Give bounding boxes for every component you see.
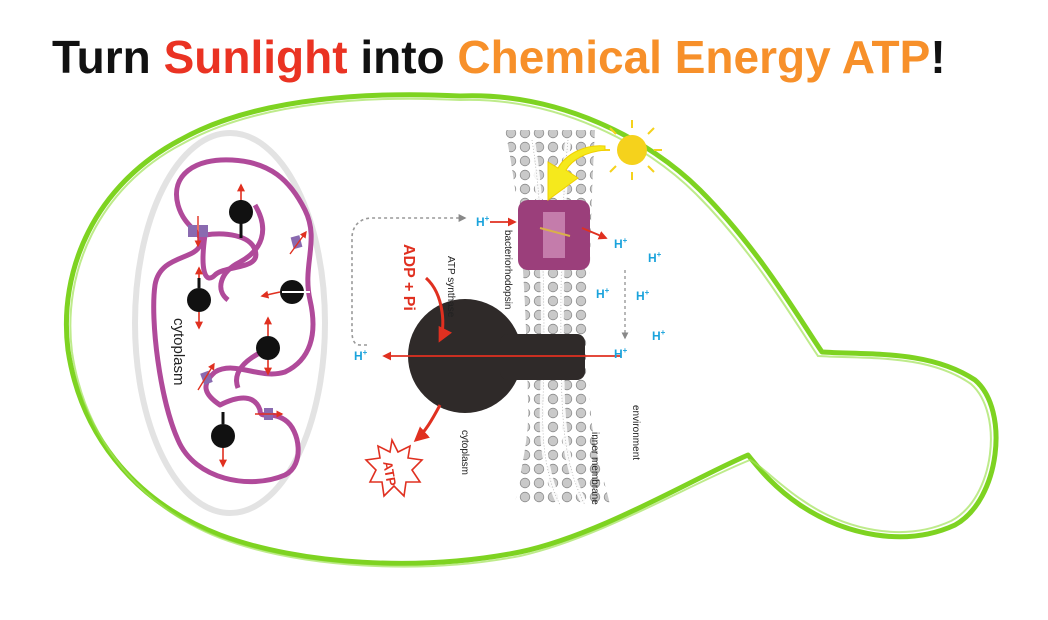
adp-arrow	[424, 276, 453, 343]
label-adp-pi: ADP + Pi	[400, 244, 417, 311]
pump-unit-4	[255, 408, 284, 420]
atp-burst: ATP	[364, 437, 424, 498]
protons: H+ H+ H+ H+ H+ H+ H+ H+	[354, 214, 666, 363]
proton-out-arrow	[581, 227, 608, 240]
title-word-sunlight: Sunlight	[163, 31, 348, 83]
atp-synthase-unit-2	[187, 266, 211, 330]
pump-unit-3	[197, 362, 215, 391]
light-arrow	[547, 145, 606, 201]
proton-cycle-path	[351, 214, 467, 346]
title-word-turn: Turn	[52, 31, 164, 83]
proton-1: H+	[476, 214, 490, 229]
label-bacteriorhodopsin: bacteriorhodopsin	[502, 230, 513, 310]
proton-2: H+	[614, 236, 628, 251]
proton-3: H+	[648, 250, 662, 265]
label-cytoplasm-left: cytoplasm	[170, 318, 187, 386]
membrane-detail: H+ H+ H+ H+ H+ H+ H+ H+ ATP ADP + Pi ATP…	[351, 120, 666, 507]
atp-synthase-unit-4	[256, 316, 280, 376]
atp-synthase-unit-1	[229, 183, 253, 238]
title-exclamation: !	[930, 31, 946, 83]
inner-compartment: cytoplasm	[132, 130, 328, 516]
page-title: Turn Sunlight into Chemical Energy ATP!	[52, 30, 946, 84]
proton-8: H+	[354, 348, 368, 363]
proton-4: H+	[596, 286, 610, 301]
label-inner-membrane: inner membrane	[589, 432, 600, 505]
proton-5: H+	[636, 288, 650, 303]
atp-synthase-unit-5	[211, 412, 235, 468]
atp-out-arrow	[413, 404, 442, 442]
label-cytoplasm-right: cytoplasm	[459, 430, 470, 475]
pump-unit-1	[188, 216, 208, 248]
sun-icon	[602, 120, 662, 180]
title-word-chemical-energy-atp: Chemical Energy ATP	[457, 31, 931, 83]
label-atp-synthase: ATP synthase	[445, 256, 456, 318]
title-word-into: into	[347, 31, 458, 83]
bacteriorhodopsin-protein	[518, 200, 590, 270]
label-environment: environment	[630, 405, 641, 460]
atp-synthase-large	[382, 299, 621, 413]
pump-unit-2	[289, 230, 307, 255]
proton-7: H+	[614, 346, 628, 361]
label-atp: ATP	[380, 460, 399, 488]
proton-6: H+	[652, 328, 666, 343]
atp-synthase-unit-3	[260, 280, 310, 304]
